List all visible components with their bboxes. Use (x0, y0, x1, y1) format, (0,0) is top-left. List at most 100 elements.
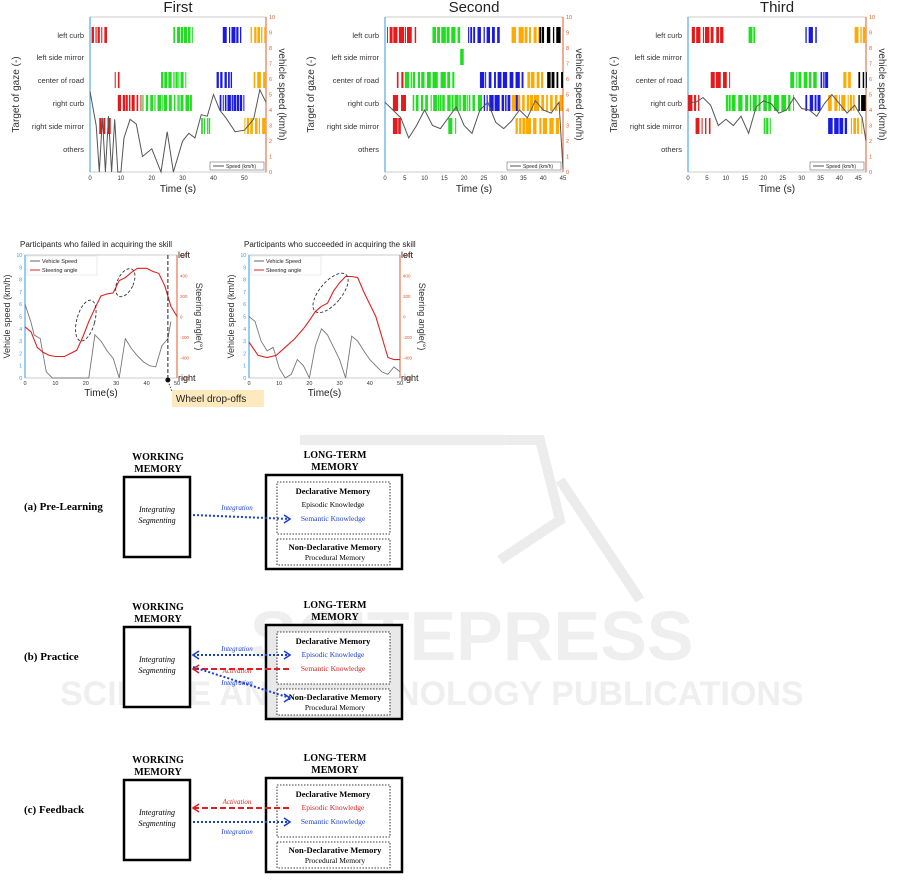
y-tick-label: 7 (869, 62, 872, 68)
gaze-mark (519, 118, 522, 134)
highlight-ellipse (312, 272, 349, 314)
gaze-mark (848, 72, 851, 88)
gaze-mark (494, 95, 500, 111)
gaze-mark (97, 27, 100, 43)
x-tick-label: 25 (779, 176, 786, 182)
gaze-mark (222, 95, 224, 111)
gaze-mark (420, 95, 424, 111)
arrow-label: Integration (220, 828, 253, 836)
gaze-mark (392, 95, 399, 111)
gaze-mark (185, 95, 190, 111)
gaze-mark (854, 27, 859, 43)
gaze-mark (421, 72, 425, 88)
gaze-mark (207, 118, 209, 134)
chart-title: Second (449, 0, 500, 16)
gaze-mark (708, 118, 711, 134)
gaze-mark (203, 118, 206, 134)
vehicle-speed-line (248, 316, 401, 380)
gaze-mark (526, 95, 530, 111)
gaze-mark (491, 27, 495, 43)
gaze-mark (820, 72, 823, 88)
gaze-mark (173, 95, 176, 111)
arrow-activation: Activation (191, 664, 290, 675)
x-tick-label: 30 (500, 176, 507, 182)
gaze-mark (404, 27, 406, 43)
gaze-mark (101, 27, 103, 43)
gaze-mark (140, 95, 142, 111)
gaze-mark (808, 72, 812, 88)
gaze-mark (861, 118, 863, 134)
gaze-mark (451, 95, 454, 111)
gaze-mark (460, 49, 464, 65)
x-tick-label: 10 (52, 381, 58, 387)
y-tick-label: 3 (869, 124, 872, 130)
gaze-mark (125, 95, 128, 111)
x-tick-label: 20 (760, 176, 767, 182)
gaze-mark (758, 95, 761, 111)
gaze-mark (515, 118, 518, 134)
non-declarative-title: Non-Declarative Memory (289, 542, 383, 552)
gaze-mark (529, 95, 534, 111)
gaze-mark (517, 95, 520, 111)
x-tick-label: 10 (421, 176, 428, 182)
gaze-mark (185, 72, 187, 88)
gaze-mark (236, 27, 239, 43)
gaze-mark (488, 72, 492, 88)
non-declarative-memory-box (276, 688, 391, 716)
y-axis-label: Vehicle speed (km/h) (2, 274, 12, 358)
gaze-mark (219, 95, 222, 111)
y-tick-label: 3 (243, 339, 246, 345)
gaze-mark (459, 95, 461, 111)
gaze-mark (691, 27, 695, 43)
y-tick-label-right: 600 (180, 253, 188, 258)
panel-label: (b) Practice (24, 651, 79, 663)
gaze-mark (752, 95, 757, 111)
category-label: center of road (636, 76, 682, 85)
gaze-mark (509, 72, 514, 88)
non-declarative-title: Non-Declarative Memory (289, 845, 383, 855)
gaze-mark (483, 27, 485, 43)
x-tick-label: 35 (520, 176, 527, 182)
right-bottom-label: right (401, 373, 419, 383)
y-tick-label: 9 (243, 265, 246, 271)
gaze-mark (798, 72, 802, 88)
gaze-mark (688, 95, 693, 111)
gaze-mark (796, 72, 798, 88)
gaze-mark (426, 72, 431, 88)
non-declarative-title: Non-Declarative Memory (289, 692, 383, 702)
gaze-mark (224, 72, 227, 88)
arrow-head (283, 650, 292, 660)
y-tick-label-right: 0 (180, 315, 183, 320)
gaze-mark (99, 118, 102, 134)
gaze-mark (243, 95, 245, 111)
semantic-knowledge: Semantic Knowledge (301, 817, 366, 826)
gaze-mark (157, 95, 162, 111)
gaze-mark (710, 72, 715, 88)
legend-label: Vehicle Speed (42, 259, 77, 265)
gaze-mark (716, 27, 720, 43)
gaze-mark (263, 72, 266, 88)
gaze-mark (114, 72, 116, 88)
memory-diagram-3: (c) FeedbackWORKINGMEMORYIntegratingSegm… (24, 753, 404, 874)
gaze-mark (546, 27, 551, 43)
declarative-memory-box (276, 631, 391, 685)
gaze-mark (433, 95, 437, 111)
gaze-mark (432, 72, 438, 88)
gaze-mark (177, 95, 179, 111)
gaze-mark (142, 95, 144, 111)
gaze-mark (497, 72, 502, 88)
category-label: left side mirror (36, 53, 84, 62)
wm-text: Integrating (138, 655, 175, 664)
procedural-memory: Procedural Memory (305, 856, 365, 865)
category-label: right side mirror (327, 122, 380, 131)
gaze-mark (439, 95, 442, 111)
x-axis-label: Time(s) (308, 388, 342, 399)
y-axis-label-right: vehicle speed (km/h) (276, 48, 287, 140)
gaze-mark (468, 95, 471, 111)
gaze-mark (790, 72, 795, 88)
y-tick-label: 3 (19, 339, 22, 345)
gaze-mark (103, 118, 106, 134)
gaze-mark (555, 118, 559, 134)
non-declarative-memory-box (276, 538, 391, 566)
y-tick-label: 9 (566, 31, 569, 37)
